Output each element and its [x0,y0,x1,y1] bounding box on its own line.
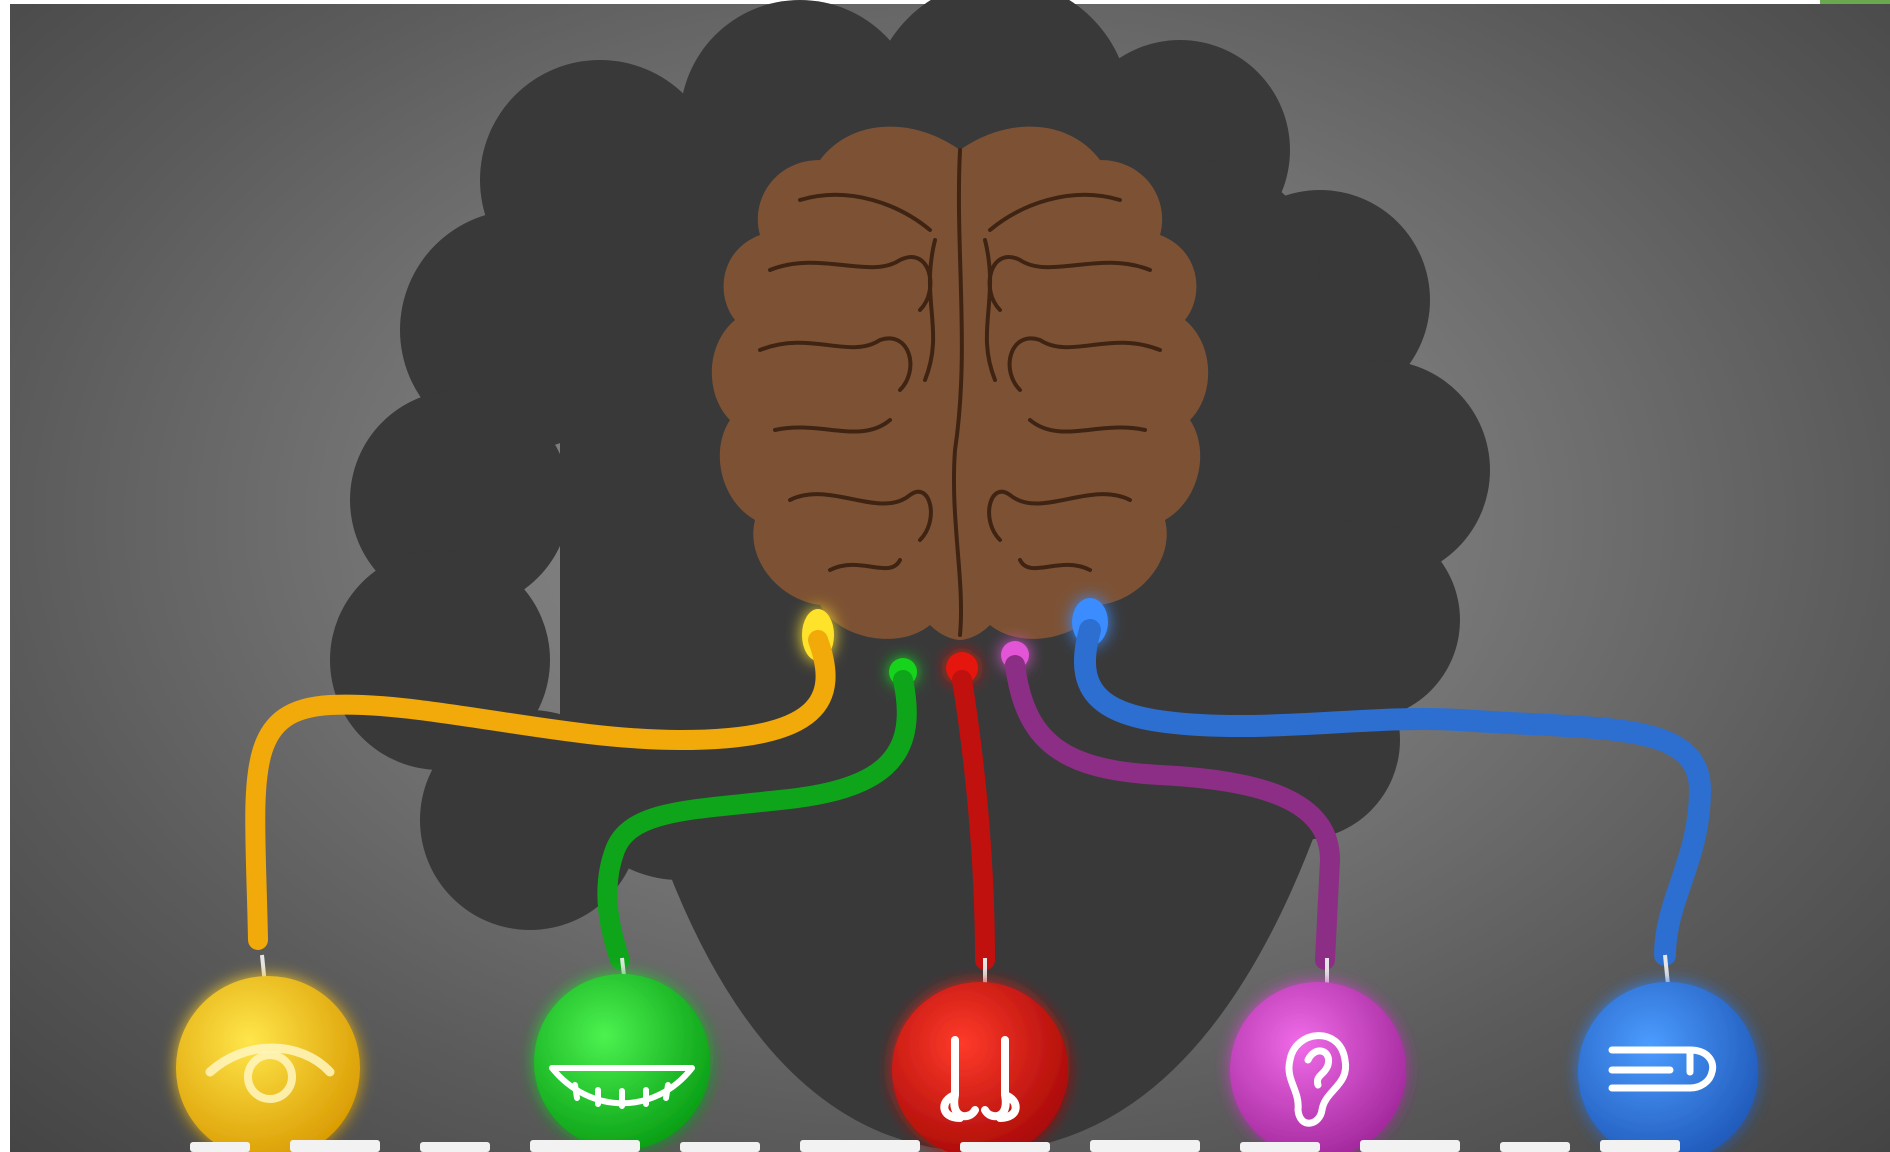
smell-ball [892,982,1068,1152]
brain [712,127,1208,640]
sight-ball [176,976,360,1152]
taste-ball [534,974,710,1150]
hearing-ball [1230,982,1406,1152]
